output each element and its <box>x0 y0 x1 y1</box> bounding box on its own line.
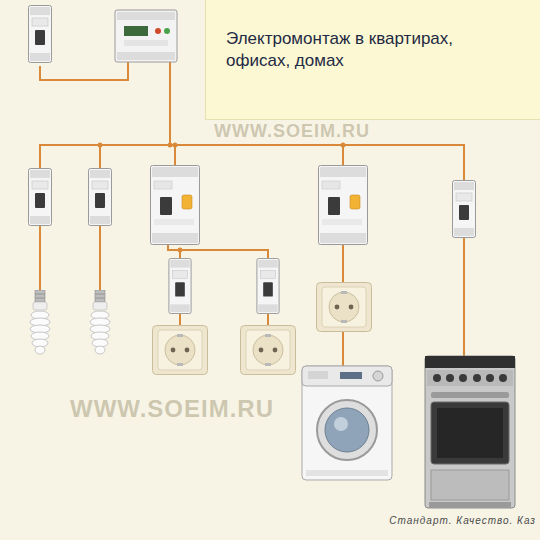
watermark: WWW.SOEIM.RU <box>70 395 274 423</box>
socket <box>317 283 372 332</box>
lamp <box>30 290 50 354</box>
junction-dot <box>98 143 103 148</box>
circuit-breaker <box>169 258 191 313</box>
junction-dot <box>178 248 183 253</box>
rcd-breaker <box>151 166 200 245</box>
wire <box>267 314 269 325</box>
wire <box>39 226 41 292</box>
watermark: WWW.SOEIM.RU <box>214 121 370 142</box>
socket <box>153 326 208 375</box>
wire <box>342 245 344 282</box>
title-text: Электромонтаж в квартирах, офисах, домах <box>226 28 476 72</box>
junction-dot <box>341 143 346 148</box>
voltage-relay <box>115 10 177 62</box>
lamp <box>90 290 110 354</box>
wire <box>40 62 128 80</box>
main-breaker <box>29 6 52 63</box>
circuit-breaker <box>89 169 112 226</box>
wire <box>174 145 176 165</box>
wire <box>169 62 171 145</box>
circuit-breaker <box>29 169 52 226</box>
electric-stove <box>425 356 515 508</box>
wire <box>168 245 268 258</box>
wire <box>342 145 344 165</box>
wire <box>179 314 181 325</box>
wire <box>99 226 101 292</box>
junction-dot <box>173 143 178 148</box>
wire <box>99 145 101 168</box>
wire <box>342 332 344 366</box>
junction-dot <box>168 143 173 148</box>
footer-note: Стандарт. Качество. Каз <box>389 515 536 526</box>
circuit-breaker <box>257 258 279 313</box>
washing-machine <box>302 366 392 480</box>
circuit-breaker <box>453 181 476 238</box>
title-box: Электромонтаж в квартирах, офисах, домах <box>205 0 540 120</box>
wire <box>463 238 465 356</box>
socket <box>241 326 296 375</box>
junctions <box>98 143 346 253</box>
rcd-breaker <box>319 166 368 245</box>
